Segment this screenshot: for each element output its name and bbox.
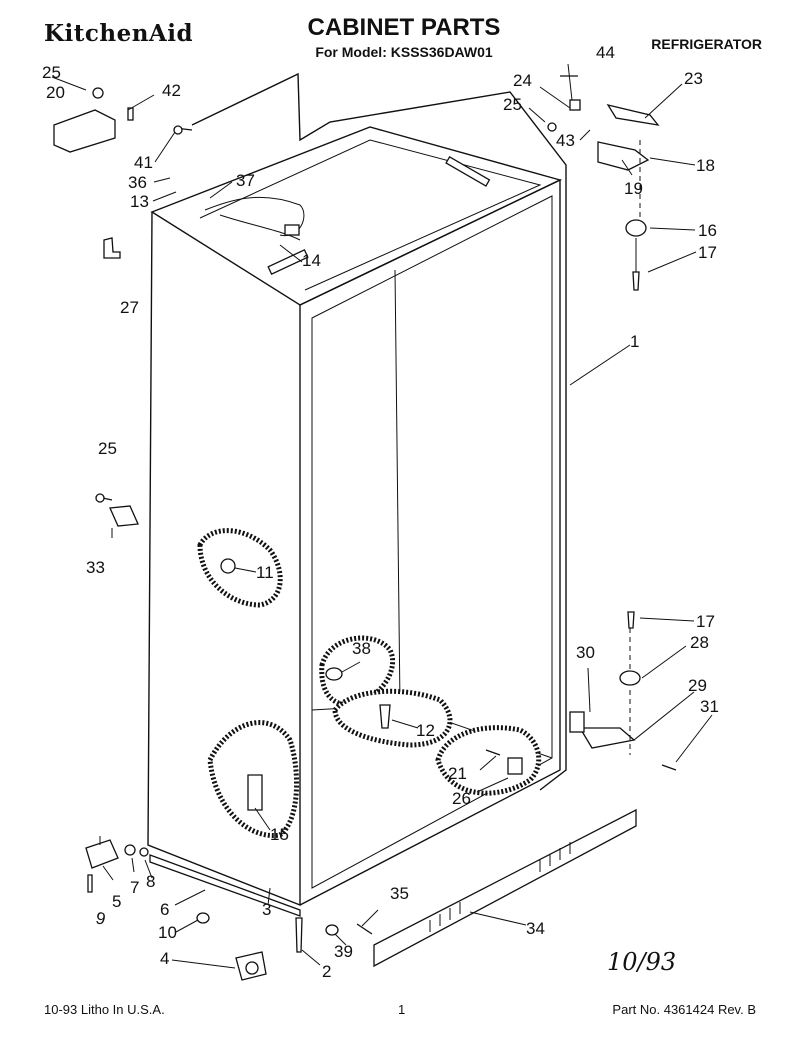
callout-27: 27 [120, 298, 139, 317]
part-18-hinge [597, 141, 650, 171]
callout-12: 12 [416, 721, 435, 740]
footer-part-number: Part No. 4361424 Rev. B [612, 1002, 756, 1017]
callout-13: 13 [130, 192, 149, 211]
callout-30: 30 [576, 643, 595, 662]
callout-25-a: 25 [42, 63, 61, 82]
part-30-shim [569, 711, 585, 733]
callout-38: 38 [352, 639, 371, 658]
callout-25-c: 25 [98, 439, 117, 458]
appliance-type: REFRIGERATOR [651, 36, 762, 52]
callout-25-b: 25 [503, 95, 522, 114]
part-5-hinge [85, 839, 119, 869]
part-33-clip [109, 505, 139, 527]
callout-24: 24 [513, 71, 532, 90]
callout-34: 34 [526, 919, 545, 938]
callout-17-b: 17 [696, 612, 715, 631]
part-21-foam-patch [435, 725, 542, 796]
page-title: CABINET PARTS [307, 14, 501, 41]
callout-23: 23 [684, 69, 703, 88]
footer-page-number: 1 [398, 1002, 406, 1017]
part-6-rail [149, 854, 301, 917]
part-23-hinge-pin [606, 104, 660, 126]
callout-8: 8 [146, 872, 155, 891]
callout-20: 20 [46, 83, 65, 102]
leader-lines [51, 63, 713, 969]
callout-4: 4 [160, 949, 169, 968]
callout-35: 35 [390, 884, 409, 903]
callout-9: 9 [94, 908, 107, 929]
part-20-cover [53, 109, 116, 153]
callout-17-a: 17 [698, 243, 717, 262]
callout-37: 37 [236, 171, 255, 190]
callout-33: 33 [86, 558, 105, 577]
callout-26: 26 [452, 789, 471, 808]
callout-labels: 25 20 42 41 36 37 13 14 27 44 24 23 25 4… [42, 43, 719, 981]
callout-41: 41 [134, 153, 153, 172]
callout-14: 14 [302, 251, 321, 270]
callout-2: 2 [322, 962, 331, 981]
callout-5: 5 [112, 892, 121, 911]
cabinet-left-side [147, 211, 301, 907]
callout-18: 18 [696, 156, 715, 175]
callout-19: 19 [624, 179, 643, 198]
cabinet-front-opening [299, 178, 561, 906]
callout-42: 42 [162, 81, 181, 100]
part-38-foam-patch [319, 635, 396, 708]
callout-21: 21 [448, 764, 467, 783]
callout-10: 10 [158, 923, 177, 942]
callout-44: 44 [596, 43, 615, 62]
model-line: For Model: KSSS36DAW01 [315, 44, 493, 60]
callout-28: 28 [690, 633, 709, 652]
cabinet-back-outline [191, 72, 567, 791]
callout-16: 16 [698, 221, 717, 240]
brand-logo: KitchenAid [44, 20, 194, 47]
callout-29: 29 [688, 676, 707, 695]
callout-36: 36 [128, 173, 147, 192]
callout-7: 7 [130, 878, 139, 897]
part-29-hinge [578, 727, 636, 749]
callout-43: 43 [556, 131, 575, 150]
callout-1: 1 [630, 332, 639, 351]
footer-litho: 10-93 Litho In U.S.A. [44, 1002, 165, 1017]
part-11-foam-patch [197, 528, 283, 608]
callout-3: 3 [262, 900, 271, 919]
part-12-foam-patch [332, 688, 453, 748]
callout-31: 31 [700, 697, 719, 716]
callout-39: 39 [334, 942, 353, 961]
callout-15: 15 [270, 825, 289, 844]
callout-11: 11 [256, 563, 274, 582]
callout-6: 6 [160, 900, 169, 919]
handwritten-note: 10/93 [607, 948, 677, 976]
part-16-bushing [625, 219, 647, 237]
